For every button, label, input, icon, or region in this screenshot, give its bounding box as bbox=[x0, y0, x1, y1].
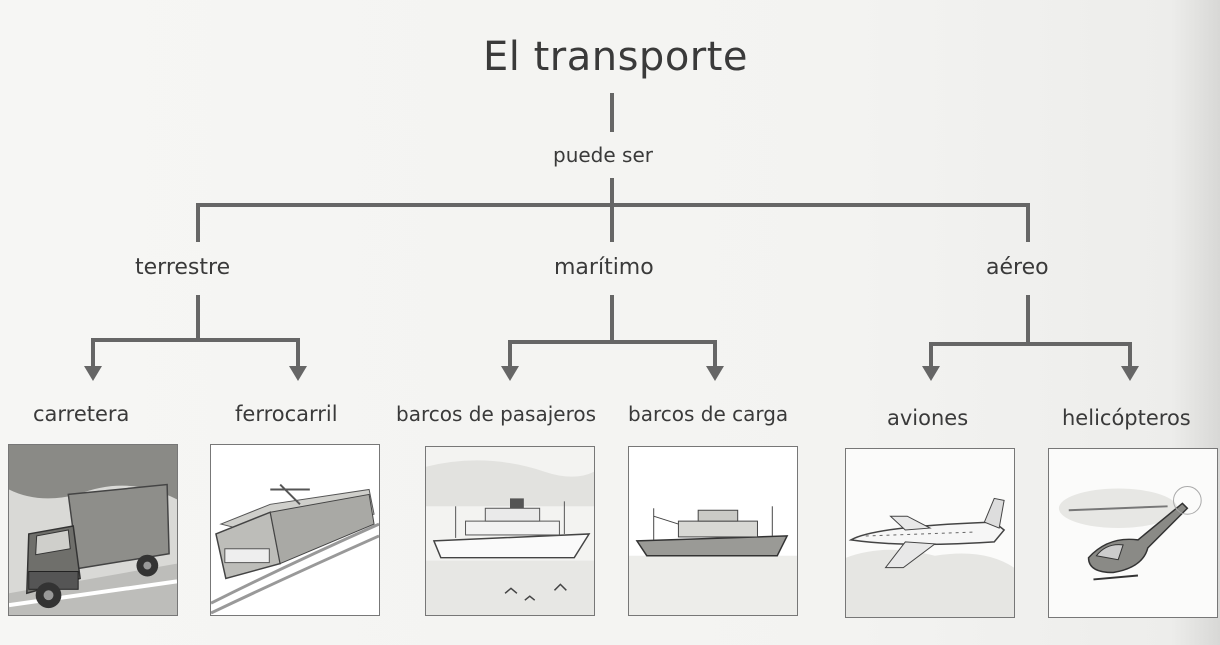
connector-label: puede ser bbox=[553, 143, 653, 167]
arrow-aviones bbox=[922, 366, 940, 381]
diagram-title: El transporte bbox=[483, 34, 749, 80]
airplane-illustration bbox=[845, 448, 1015, 618]
leaf-carretera: carretera bbox=[33, 402, 130, 426]
category-maritimo: marítimo bbox=[554, 255, 654, 280]
train-illustration bbox=[210, 444, 380, 616]
arrow-carretera bbox=[84, 366, 102, 381]
arrow-helicopteros bbox=[1121, 366, 1139, 381]
leaf-aviones: aviones bbox=[887, 406, 969, 430]
helicopter-illustration bbox=[1048, 448, 1218, 618]
arrow-barcos-pasajeros bbox=[501, 366, 519, 381]
category-aereo: aéreo bbox=[986, 255, 1049, 280]
cargo-ship-illustration bbox=[628, 446, 798, 616]
truck-illustration bbox=[8, 444, 178, 616]
leaf-barcos-pasajeros: barcos de pasajeros bbox=[396, 402, 597, 426]
leaf-barcos-carga: barcos de carga bbox=[628, 402, 789, 426]
arrow-barcos-carga bbox=[706, 366, 724, 381]
leaf-helicopteros: helicópteros bbox=[1062, 406, 1191, 430]
passenger-ship-illustration bbox=[425, 446, 595, 616]
category-terrestre: terrestre bbox=[135, 255, 231, 280]
arrow-ferrocarril bbox=[289, 366, 307, 381]
leaf-ferrocarril: ferrocarril bbox=[235, 402, 338, 426]
